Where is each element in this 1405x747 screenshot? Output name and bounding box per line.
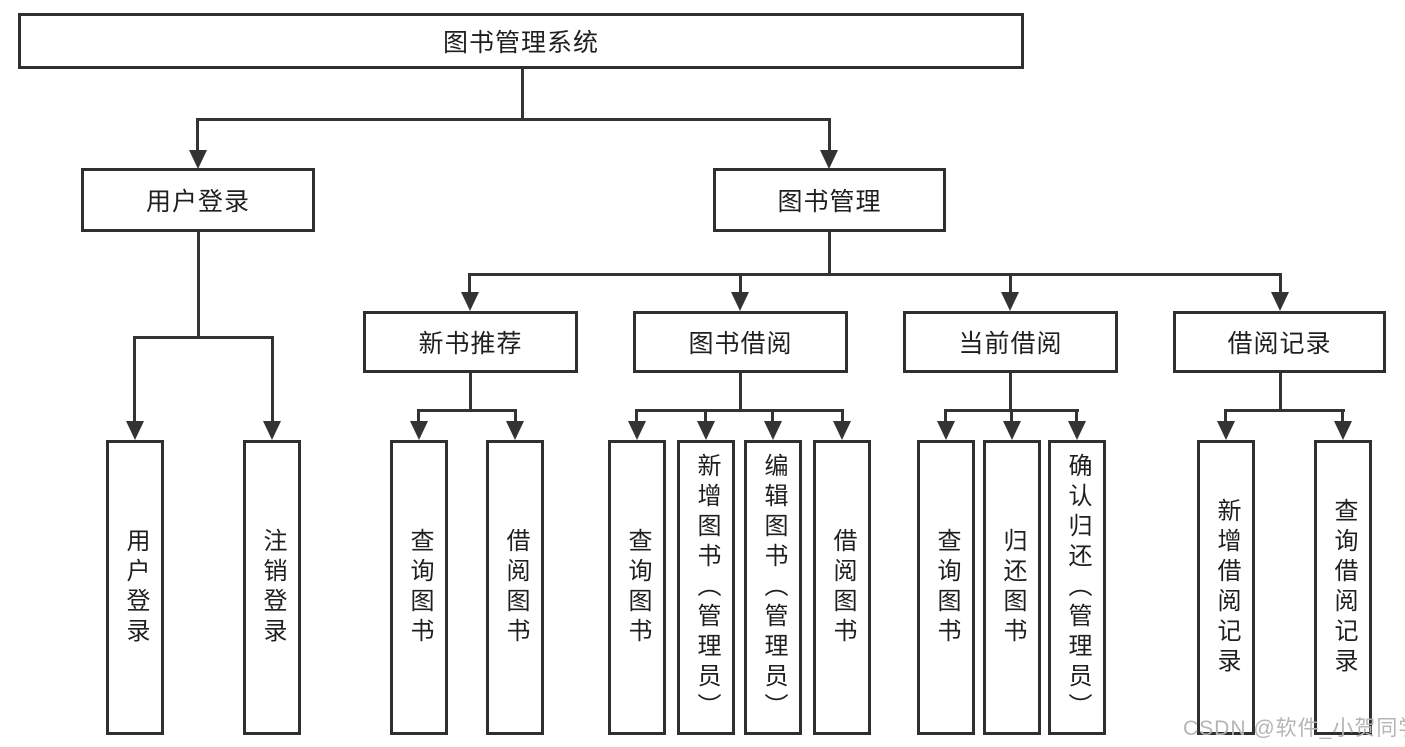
connector-line xyxy=(841,409,844,422)
leaf-query-books-current: 查询图书 xyxy=(917,440,975,735)
arrowhead-down-icon xyxy=(628,421,646,440)
connector-line xyxy=(635,409,844,412)
connector-line xyxy=(514,409,517,422)
connector-line xyxy=(521,69,524,118)
node-user-login: 用户登录 xyxy=(81,168,315,232)
connector-line xyxy=(468,273,471,293)
connector-line xyxy=(468,273,1282,276)
connector-line xyxy=(739,273,742,293)
arrowhead-down-icon xyxy=(263,421,281,440)
connector-line xyxy=(196,118,831,121)
leaf-query-books-borrowing: 查询图书 xyxy=(608,440,666,735)
arrowhead-down-icon xyxy=(820,150,838,169)
connector-line xyxy=(828,118,831,152)
connector-line xyxy=(944,409,947,422)
connector-line xyxy=(133,336,274,339)
connector-line xyxy=(469,373,472,409)
arrowhead-down-icon xyxy=(461,292,479,311)
connector-line xyxy=(1009,373,1012,409)
connector-line xyxy=(739,373,742,409)
arrowhead-down-icon xyxy=(1217,421,1235,440)
arrowhead-down-icon xyxy=(1001,292,1019,311)
arrowhead-down-icon xyxy=(833,421,851,440)
csdn-watermark: CSDN @软件_小贺同学 xyxy=(1183,717,1405,740)
connector-line xyxy=(1224,409,1227,422)
node-current-borrowing: 当前借阅 xyxy=(903,311,1118,373)
leaf-logout: 注销登录 xyxy=(243,440,301,735)
arrowhead-down-icon xyxy=(189,150,207,169)
connector-line xyxy=(1341,409,1344,422)
connector-line xyxy=(271,336,274,422)
connector-line xyxy=(197,232,200,336)
connector-line xyxy=(1075,409,1078,422)
node-library-management-system: 图书管理系统 xyxy=(18,13,1024,69)
arrowhead-down-icon xyxy=(126,421,144,440)
arrowhead-down-icon xyxy=(1334,421,1352,440)
arrowhead-down-icon xyxy=(731,292,749,311)
connector-line xyxy=(635,409,638,422)
arrowhead-down-icon xyxy=(506,421,524,440)
connector-line xyxy=(417,409,517,412)
leaf-user-login: 用户登录 xyxy=(106,440,164,735)
arrowhead-down-icon xyxy=(937,421,955,440)
connector-line xyxy=(704,409,707,422)
leaf-add-borrow-record: 新增借阅记录 xyxy=(1197,440,1255,735)
connector-line xyxy=(1279,273,1282,293)
node-borrowing-records: 借阅记录 xyxy=(1173,311,1386,373)
arrowhead-down-icon xyxy=(410,421,428,440)
leaf-add-books-admin: 新增图书（管理员） xyxy=(677,440,735,735)
arrowhead-down-icon xyxy=(1271,292,1289,311)
node-book-borrowing: 图书借阅 xyxy=(633,311,848,373)
arrowhead-down-icon xyxy=(697,421,715,440)
connector-line xyxy=(1010,409,1013,422)
arrowhead-down-icon xyxy=(1068,421,1086,440)
connector-line xyxy=(1279,373,1282,409)
arrowhead-down-icon xyxy=(764,421,782,440)
leaf-borrow-books-recommend: 借阅图书 xyxy=(486,440,544,735)
connector-line xyxy=(1009,273,1012,293)
node-book-management: 图书管理 xyxy=(713,168,946,232)
leaf-edit-books-admin: 编辑图书（管理员） xyxy=(744,440,802,735)
leaf-return-books: 归还图书 xyxy=(983,440,1041,735)
leaf-query-borrow-record: 查询借阅记录 xyxy=(1314,440,1372,735)
connector-line xyxy=(828,232,831,273)
connector-line xyxy=(1224,409,1345,412)
leaf-confirm-return-admin: 确认归还（管理员） xyxy=(1048,440,1106,735)
arrowhead-down-icon xyxy=(1003,421,1021,440)
connector-line xyxy=(196,118,199,152)
node-new-book-recommend: 新书推荐 xyxy=(363,311,578,373)
leaf-query-books-recommend: 查询图书 xyxy=(390,440,448,735)
connector-line xyxy=(417,409,420,422)
connector-line xyxy=(771,409,774,422)
leaf-borrow-books: 借阅图书 xyxy=(813,440,871,735)
connector-line xyxy=(133,336,136,422)
